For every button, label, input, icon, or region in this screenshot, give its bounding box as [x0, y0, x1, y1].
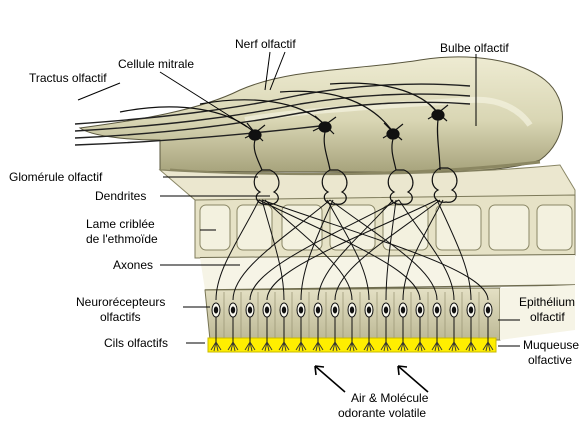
label-air-molecule: Air & Molécule	[351, 391, 429, 405]
olfactory-cilia	[278, 341, 290, 352]
receptor-axon	[334, 199, 441, 301]
receptor-nucleus	[230, 306, 236, 314]
olfactory-tract-fibers	[74, 83, 471, 146]
label-axones: Axones	[113, 258, 153, 272]
olfactory-cilia	[380, 341, 392, 352]
receptor-axon	[261, 199, 285, 301]
receptor-nucleus	[417, 306, 423, 314]
olfactory-cilia	[346, 341, 358, 352]
label-ethmoide: de l'ethmoïde	[86, 232, 158, 246]
label-epithelium-olfactif: olfactif	[530, 310, 565, 324]
receptor-nucleus	[315, 306, 321, 314]
receptor-axon	[436, 199, 472, 301]
receptor-nucleus	[366, 306, 372, 314]
receptor-cells	[210, 199, 494, 352]
receptor-nucleus	[332, 306, 338, 314]
receptor-nucleus	[298, 306, 304, 314]
label-cils-olfactifs: Cils olfactifs	[104, 336, 168, 350]
receptor-axon	[232, 199, 331, 301]
receptor-axon	[402, 199, 444, 301]
olfactory-cilia	[397, 341, 409, 352]
olfactory-cilia	[329, 341, 341, 352]
label-cellule-mitrale: Cellule mitrale	[118, 57, 194, 71]
label-glomerule-olfactif: Glomérule olfactif	[9, 170, 103, 184]
label-muqueuse: Muqueuse	[523, 338, 579, 352]
receptor-axon	[326, 199, 370, 301]
mitral-cell	[382, 122, 404, 171]
mitral-cell	[244, 122, 266, 171]
olfactory-neurons	[119, 82, 458, 205]
receptor-nucleus	[383, 306, 389, 314]
label-neurorecepteurs: Neurorécepteurs	[76, 295, 165, 309]
air-arrows	[314, 365, 429, 393]
olfactory-cilia	[227, 341, 239, 352]
cribriform-plate	[194, 194, 576, 259]
label-epithelium: Epithélium	[519, 295, 575, 309]
olfactory-cilia	[363, 341, 375, 352]
olfactory-cilia	[414, 341, 426, 352]
label-lame-criblee: Lame criblée	[86, 217, 155, 231]
receptor-nucleus	[247, 306, 253, 314]
receptor-axon	[264, 199, 353, 301]
receptor-nucleus	[349, 306, 355, 314]
glomerulus	[431, 167, 458, 203]
receptor-axon	[300, 199, 334, 301]
labels: Nerf olfactif Bulbe olfactif Cellule mit…	[9, 37, 579, 420]
label-odorante-volatile: odorante volatile	[338, 406, 426, 420]
receptor-axon	[385, 199, 397, 301]
olfactory-cilia	[465, 341, 477, 352]
receptor-nucleus	[281, 306, 287, 314]
receptor-nucleus	[434, 306, 440, 314]
olfactory-cilia	[210, 341, 222, 352]
olfactory-cilia	[261, 341, 273, 352]
label-muqueuse-olfactive: olfactive	[528, 353, 572, 367]
olfactory-cilia	[295, 341, 307, 352]
receptor-axon	[249, 199, 400, 301]
olfactory-bulb	[78, 56, 563, 176]
olfactory-cilia	[448, 341, 460, 352]
receptor-nucleus	[451, 306, 457, 314]
label-dendrites: Dendrites	[95, 189, 146, 203]
olfactory-cilia	[244, 341, 256, 352]
receptor-nucleus	[213, 306, 219, 314]
leader-lines	[77, 51, 520, 347]
receptor-nucleus	[400, 306, 406, 314]
label-bulbe-olfactif: Bulbe olfactif	[440, 41, 509, 55]
label-tractus-olfactif: Tractus olfactif	[29, 71, 107, 85]
receptor-axon	[317, 199, 394, 301]
olfactory-cilia	[312, 341, 324, 352]
olfactory-cilia	[482, 341, 494, 352]
label-nerf-olfactif: Nerf olfactif	[235, 37, 296, 51]
receptor-nucleus	[485, 306, 491, 314]
receptor-nucleus	[264, 306, 270, 314]
receptor-axon	[261, 199, 489, 301]
receptor-axon	[266, 199, 438, 301]
receptor-axon	[258, 199, 421, 301]
olfactory-cilia	[431, 341, 443, 352]
receptor-axon	[329, 199, 438, 301]
receptor-axon	[215, 199, 260, 301]
receptor-nucleus	[468, 306, 474, 314]
receptor-axon	[398, 199, 455, 301]
label-neurorecepteurs-olfactifs: olfactifs	[100, 310, 141, 324]
